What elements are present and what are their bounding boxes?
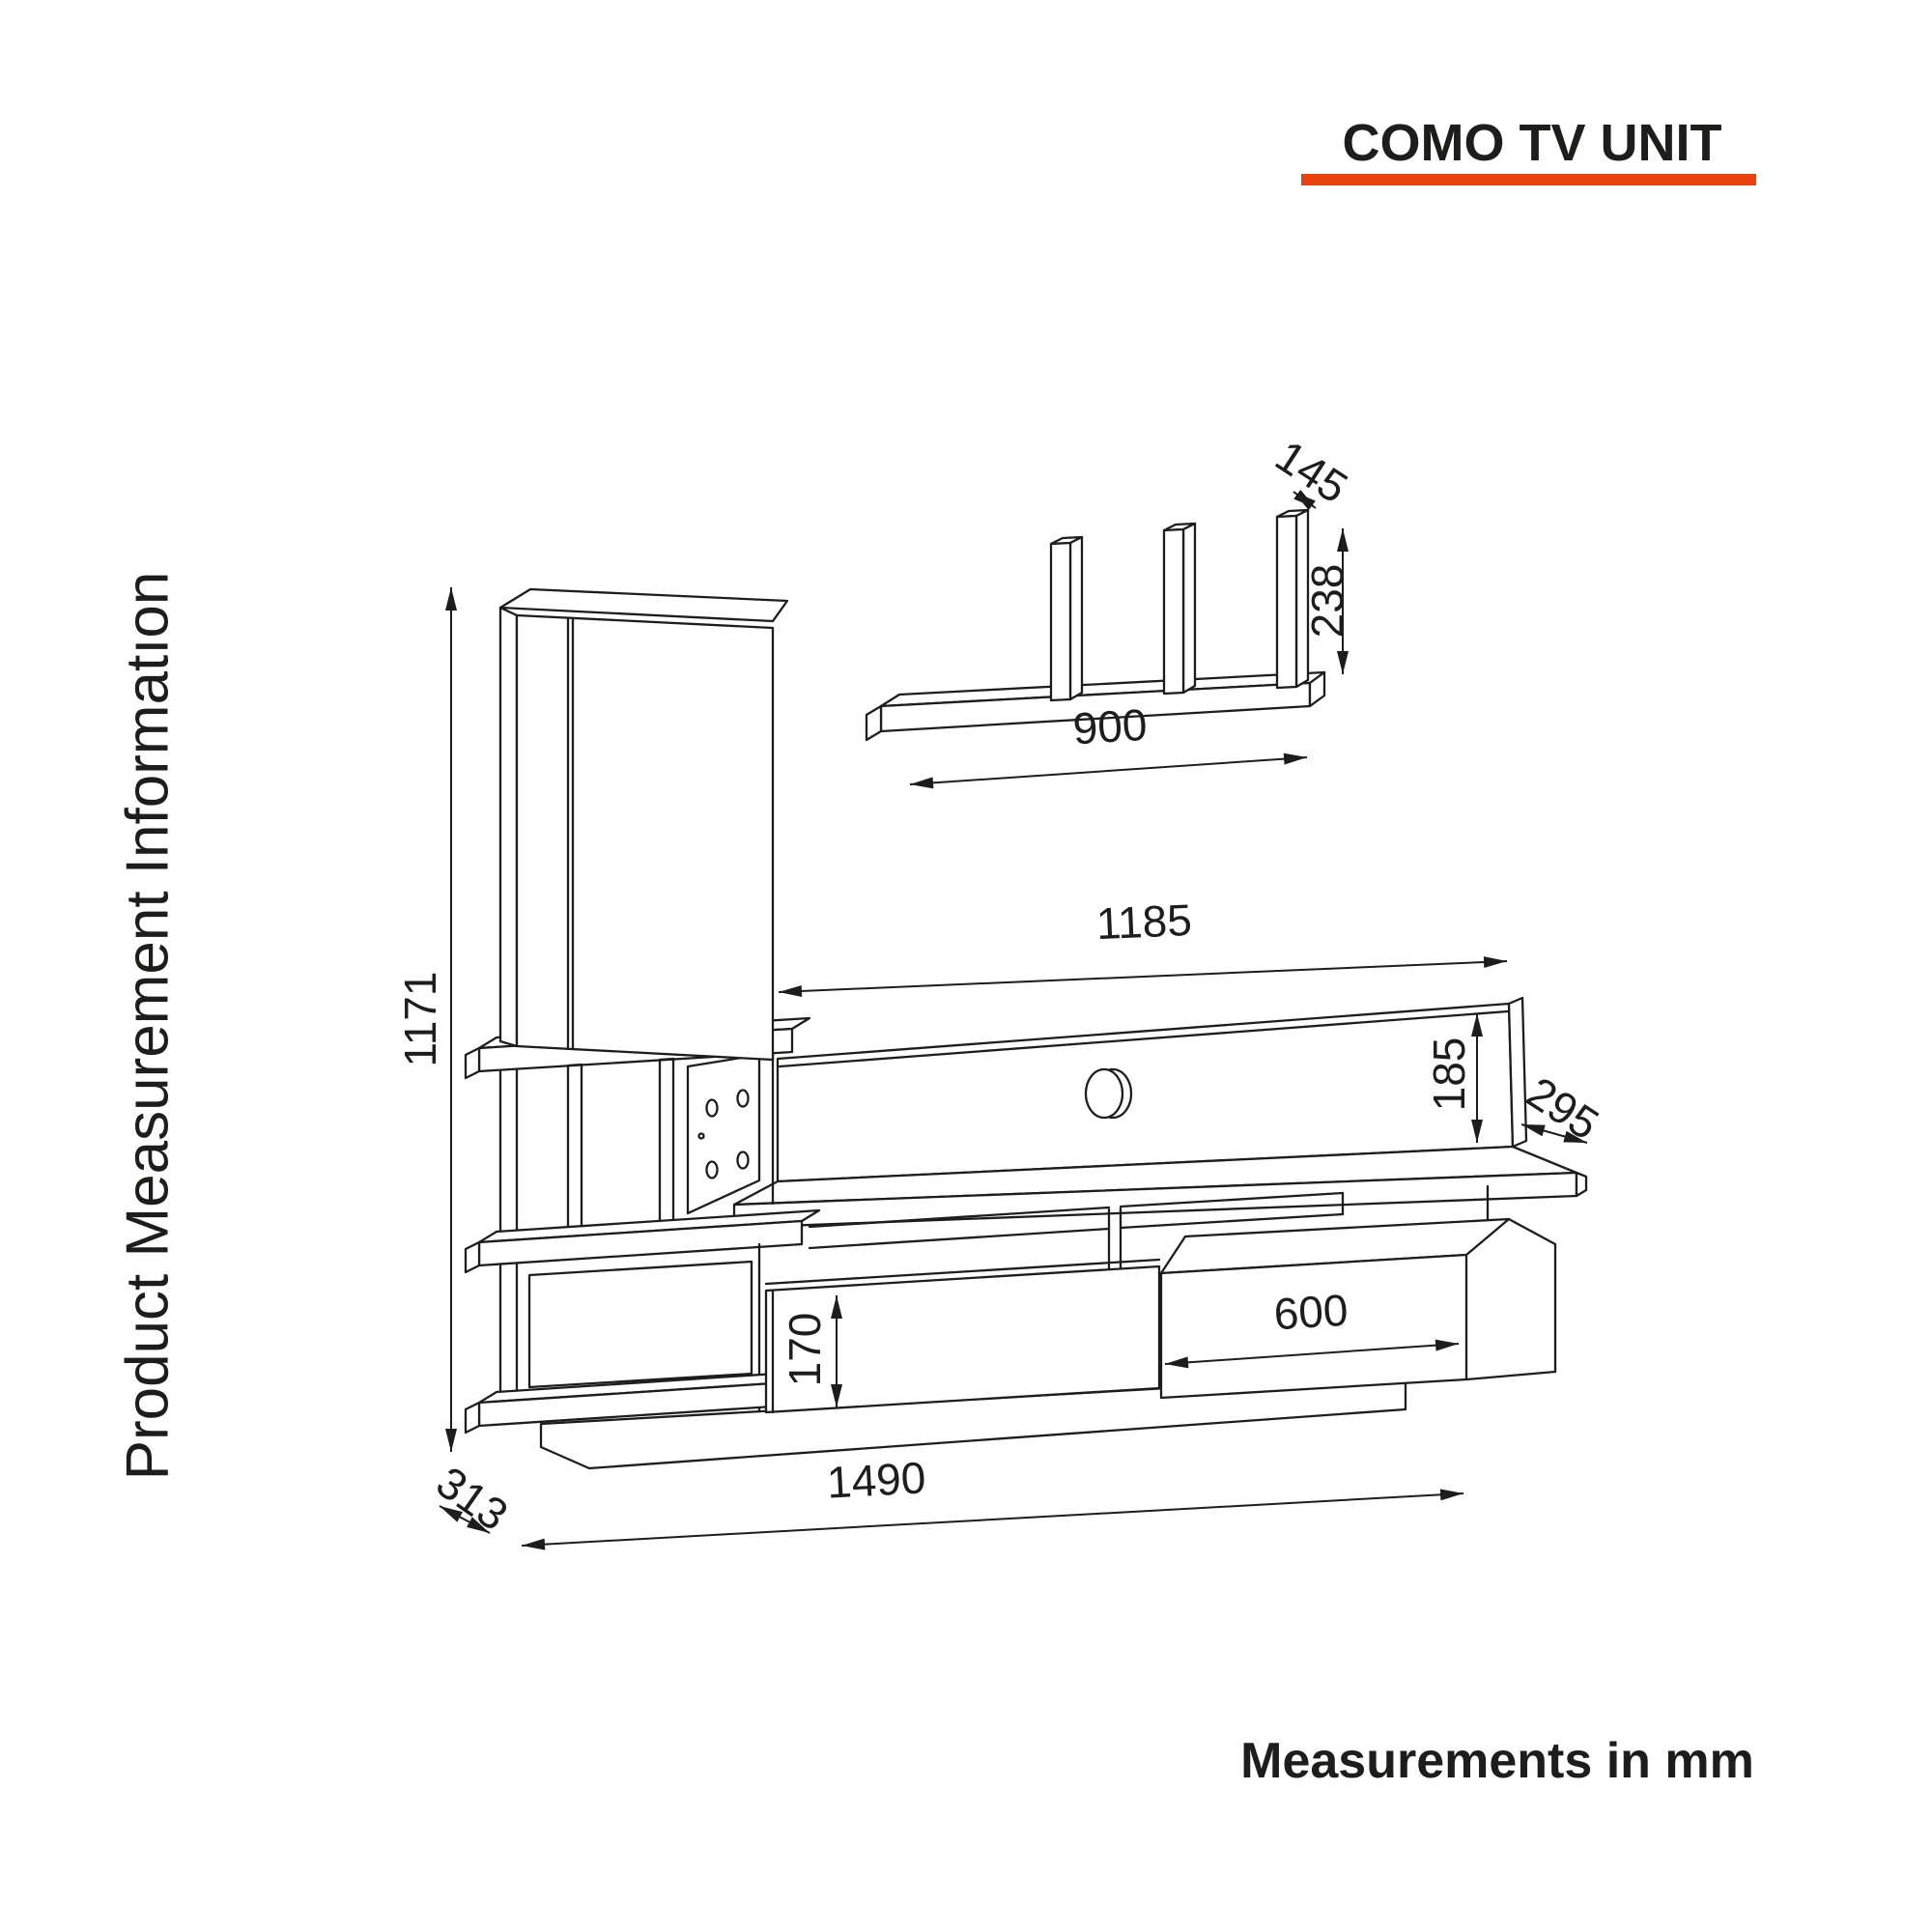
dim-total-width-arrow: [521, 1489, 1464, 1550]
dim-panel-width-arrow: [778, 956, 1508, 997]
dim-shelfboard-depth-label: 295: [1519, 1066, 1608, 1149]
dim-drawer-width-arrow: [1164, 1339, 1460, 1369]
dim-shelfboard-depth-arrow: [1520, 1123, 1588, 1144]
dim-shelf-depth-label: 145: [1267, 430, 1357, 512]
dimensions: 145 238 900 1171 1185 185 295 170 600 31…: [395, 430, 1608, 1550]
dim-panel-height-label: 185: [1424, 1037, 1474, 1112]
title-underline: [1301, 174, 1756, 185]
dim-side-depth-arrow: [439, 1505, 491, 1534]
drawer-right: [1159, 1217, 1557, 1400]
tall-cabinet: [498, 587, 789, 1062]
side-label: Product Measurement Informatıon: [115, 572, 182, 1481]
cable-hole: [1084, 1067, 1124, 1120]
bottom-shelf-slab: [464, 1371, 792, 1435]
page-title: COMO TV UNIT: [1343, 114, 1722, 172]
dim-drawer-height-label: 170: [780, 1313, 830, 1387]
dim-side-depth-label: 313: [428, 1457, 518, 1541]
dim-divider-height-label: 238: [1302, 564, 1352, 639]
tv-unit-drawing: [464, 587, 1588, 1470]
open-cubby-row: [808, 1184, 1490, 1273]
drawer-middle: [764, 1258, 1161, 1414]
dim-panel-width-label: 1185: [1095, 895, 1193, 949]
dim-shelf-depth-arrow: [1293, 489, 1317, 511]
lower-shelf-slab: [464, 1208, 821, 1274]
dim-total-width-label: 1490: [826, 1452, 927, 1507]
dim-shelf-width-label: 900: [1071, 699, 1149, 754]
dim-shelf-width-arrow: [909, 753, 1308, 789]
wall-shelf-drawing: [865, 508, 1326, 742]
dim-height-label: 1171: [395, 972, 445, 1067]
measurement-unit-note: Measurements in mm: [1240, 1733, 1754, 1789]
dim-drawer-width-label: 600: [1272, 1285, 1350, 1340]
middle-compartment: [498, 1053, 775, 1236]
